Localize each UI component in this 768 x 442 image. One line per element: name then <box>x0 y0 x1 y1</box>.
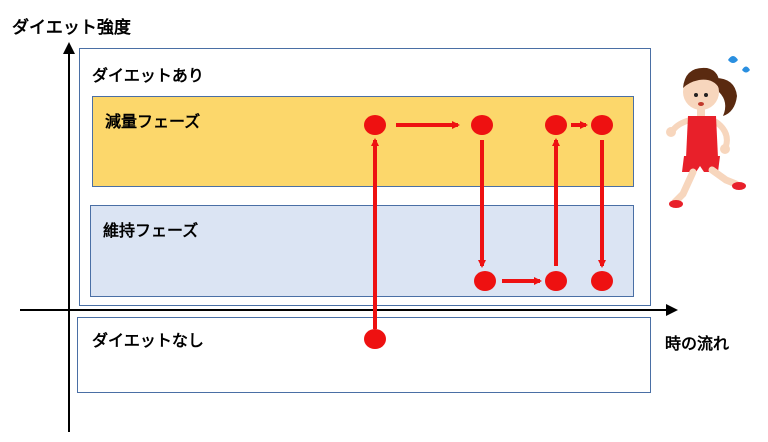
diet-off-region <box>77 317 651 393</box>
node-start <box>364 329 386 349</box>
node-maintain-1 <box>474 271 496 291</box>
node-loss-2 <box>471 115 493 135</box>
maintain-phase-label: 維持フェーズ <box>103 221 199 240</box>
y-axis-label: ダイエット強度 <box>12 18 131 38</box>
diet-off-label: ダイエットなし <box>92 331 204 350</box>
running-woman-illustration <box>666 56 750 208</box>
maintain-phase-region <box>90 205 634 297</box>
node-loss-4 <box>591 115 613 135</box>
loss-phase-region <box>92 96 634 187</box>
diet-on-label: ダイエットあり <box>92 66 204 85</box>
node-loss-3 <box>545 115 567 135</box>
node-loss-1 <box>364 115 386 135</box>
loss-phase-label: 減量フェーズ <box>105 112 201 131</box>
node-maintain-3 <box>591 271 613 291</box>
node-maintain-2 <box>545 271 567 291</box>
x-axis-label: 時の流れ <box>665 334 730 353</box>
